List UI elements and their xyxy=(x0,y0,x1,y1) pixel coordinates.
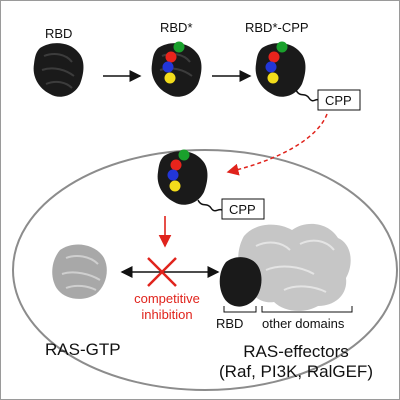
rbd-bracket xyxy=(223,306,257,313)
label-rbd: RBD xyxy=(45,26,72,41)
label-ras-effector-examples: (Raf, PI3K, RalGEF) xyxy=(219,362,373,381)
dashed-red-entry-arrow xyxy=(226,113,328,176)
dot-green xyxy=(173,41,185,53)
rbd-star-protein xyxy=(151,41,202,97)
other-domains-bracket xyxy=(261,306,353,313)
cpp-box-mid xyxy=(221,198,265,220)
label-inhibition: inhibition xyxy=(141,307,192,322)
rbd-star-cpp-inside xyxy=(157,149,223,212)
cell-ellipse xyxy=(12,149,398,391)
cpp-label-mid: CPP xyxy=(229,202,256,217)
ras-gtp-protein xyxy=(52,244,107,299)
label-rbd-star-cpp: RBD*-CPP xyxy=(245,20,309,35)
cpp-box-top xyxy=(317,89,361,111)
label-competitive: competitive xyxy=(134,291,200,306)
cpp-label-top: CPP xyxy=(325,93,352,108)
label-ras-gtp: RAS-GTP xyxy=(45,340,121,359)
label-ras-effectors: RAS-effectors xyxy=(243,342,349,361)
dot-blue xyxy=(162,61,174,73)
dot-red xyxy=(165,51,177,63)
label-other-domains: other domains xyxy=(262,316,345,331)
rbd-protein xyxy=(33,43,84,97)
ras-effector-complex xyxy=(219,223,351,311)
label-rbd-star: RBD* xyxy=(160,20,193,35)
label-rbd-bracket: RBD xyxy=(216,316,243,331)
red-x-icon xyxy=(147,257,177,287)
rbd-domain-dark xyxy=(219,257,262,307)
dot-yellow xyxy=(164,72,176,84)
rbd-star-cpp-protein xyxy=(255,41,319,102)
